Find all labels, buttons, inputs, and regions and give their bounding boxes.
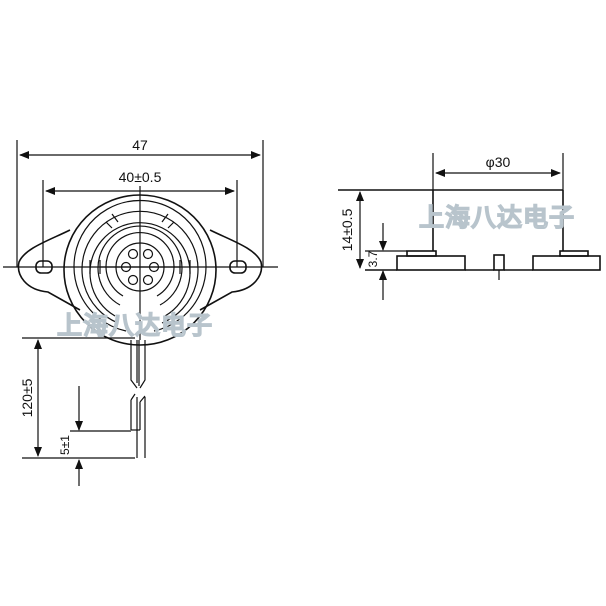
dim-overall-width: 47 xyxy=(132,137,148,153)
mounting-flange xyxy=(17,229,263,311)
flange-right xyxy=(532,255,601,271)
watermark-left: 上海八达电子 xyxy=(57,311,213,340)
dim-lead-strip: 5±1 xyxy=(58,435,72,455)
dim-lead-length: 120±5 xyxy=(19,378,35,417)
lead-wires xyxy=(130,340,146,458)
dim-diameter: φ30 xyxy=(486,154,511,170)
watermark-right: 上海八达电子 xyxy=(419,203,575,232)
dim-hole-spacing: 40±0.5 xyxy=(119,169,162,185)
lead-exit xyxy=(493,254,505,271)
dim-height: 14±0.5 xyxy=(339,208,355,251)
sound-holes xyxy=(120,248,160,286)
flange-left xyxy=(396,255,466,271)
front-view: 47 40±0.5 120±5 5±1 上海八达电子 xyxy=(3,137,278,486)
dim-flange-height: 3.7 xyxy=(366,250,380,267)
body-side xyxy=(338,189,564,251)
side-view: φ30 14±0.5 3.7 上海八达电子 xyxy=(338,153,601,300)
